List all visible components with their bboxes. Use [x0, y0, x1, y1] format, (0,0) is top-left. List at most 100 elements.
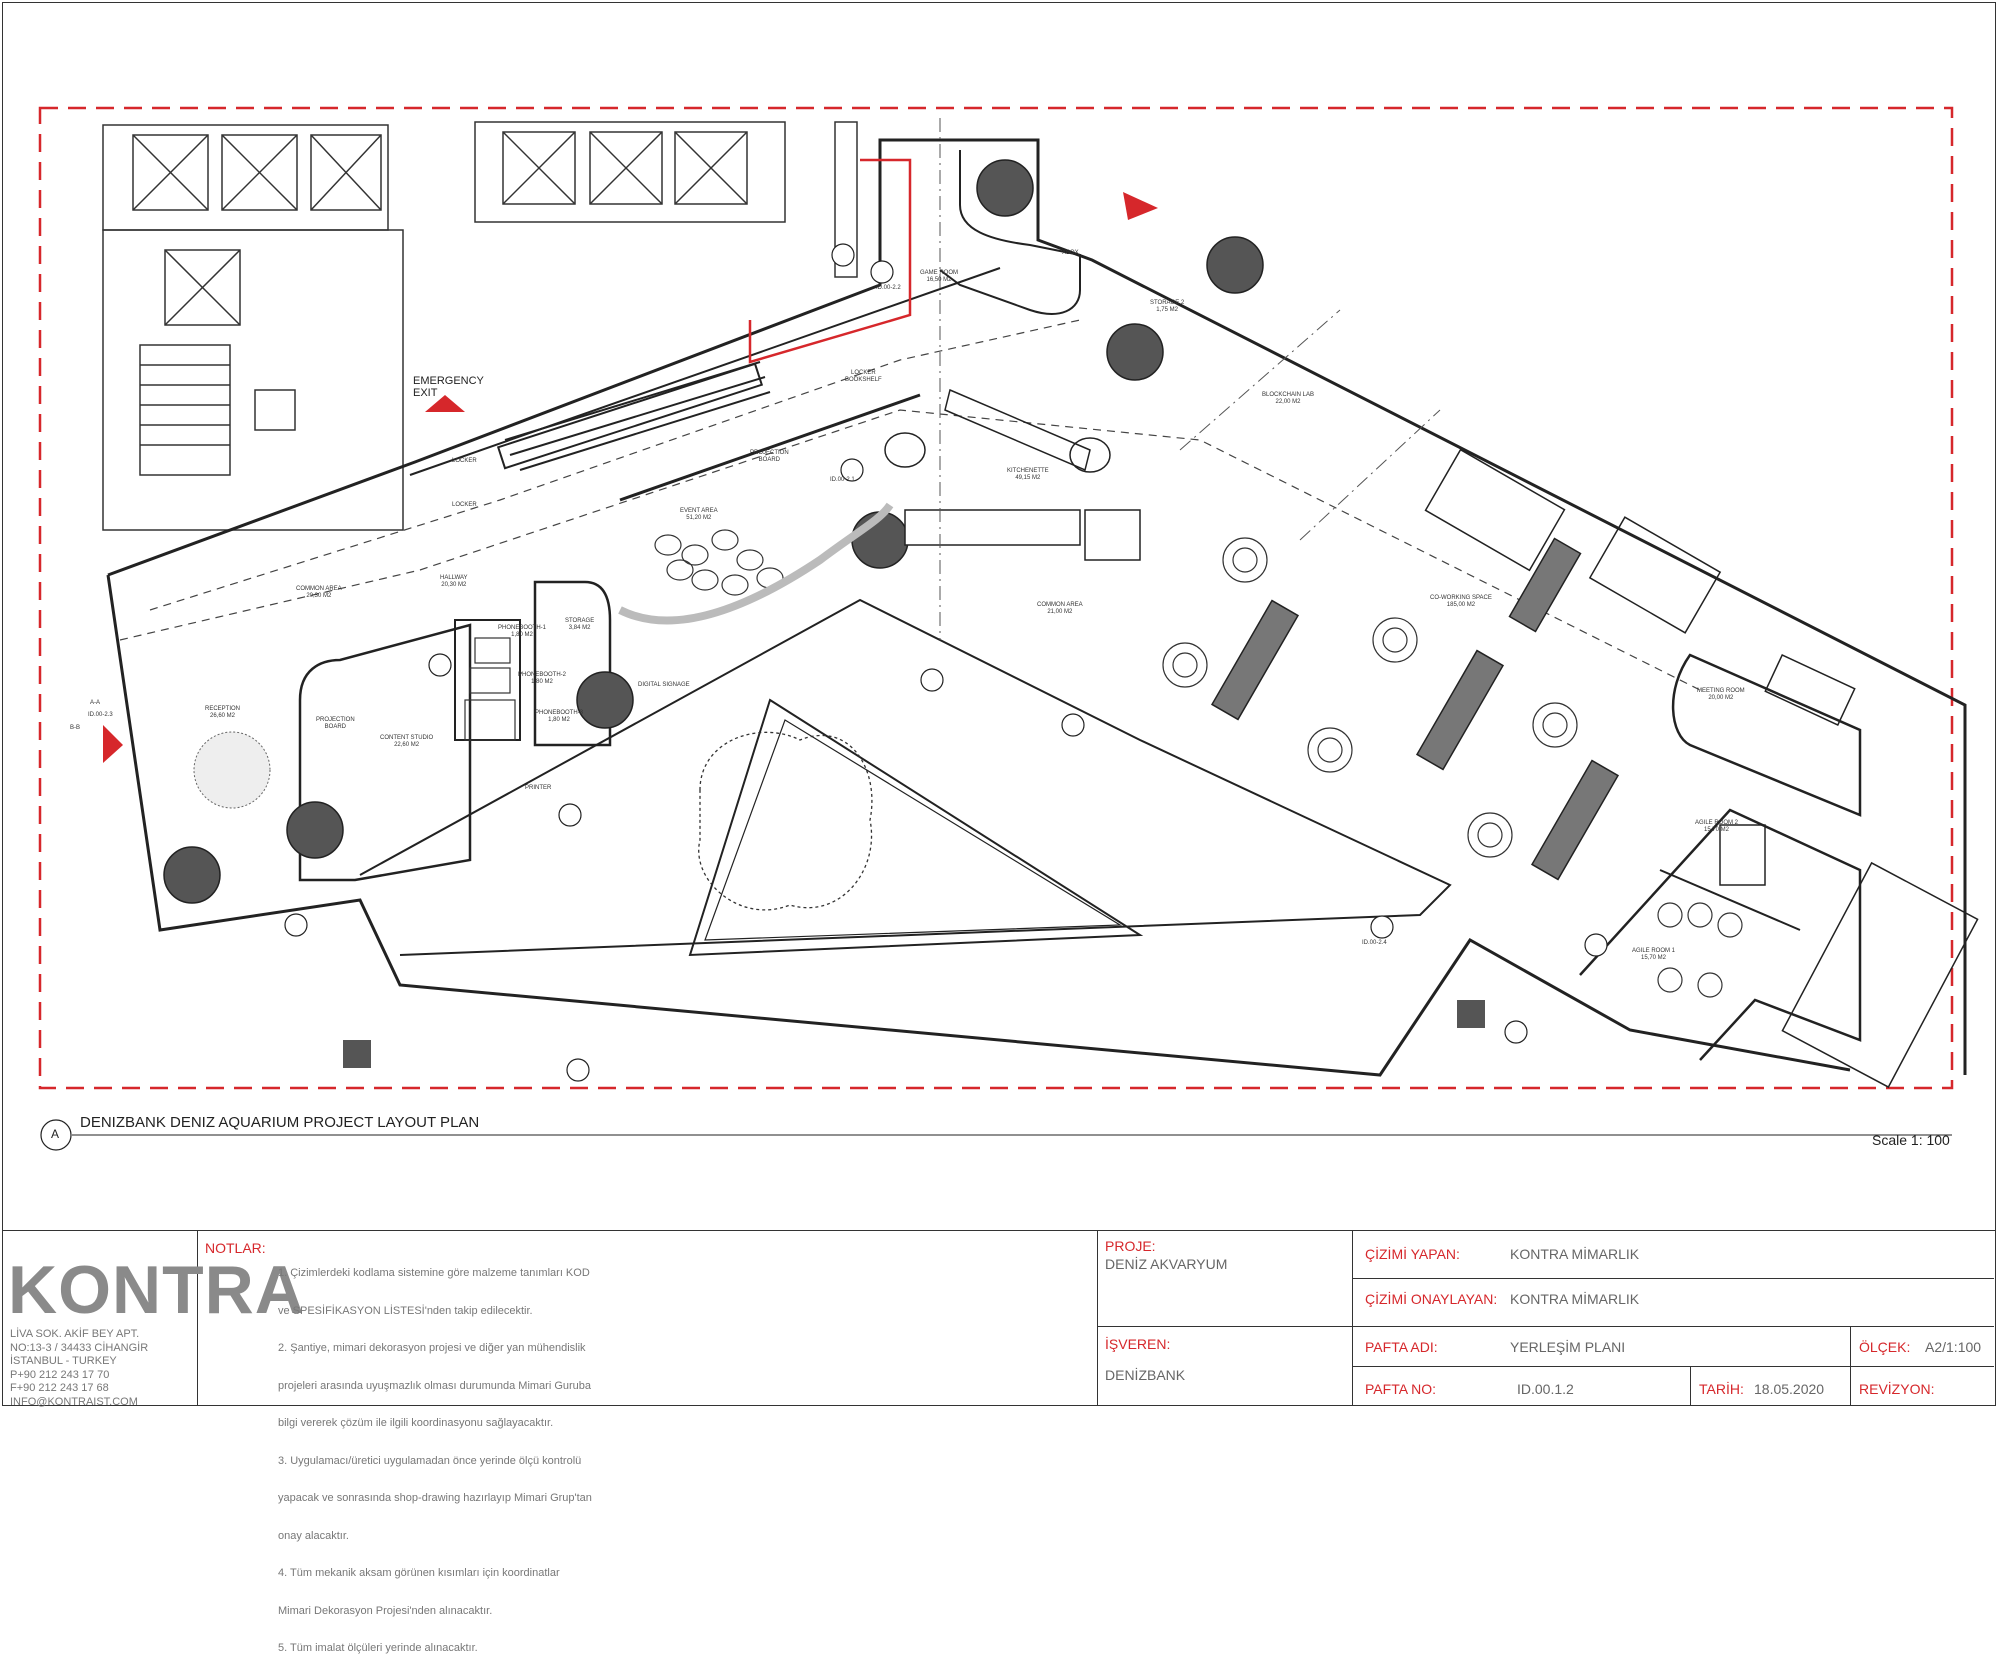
stair-structure	[1781, 861, 1979, 1089]
plan-marker-letter: A	[51, 1127, 60, 1141]
agile-rooms-wall	[1579, 808, 1862, 1061]
core-center	[474, 121, 858, 278]
section-callouts	[284, 243, 1608, 1082]
notes-label: NOTLAR:	[205, 1240, 266, 1256]
kitchenette	[884, 388, 1141, 561]
grid-axes	[939, 118, 1441, 640]
core-left	[102, 124, 404, 531]
office-address: LİVA SOK. AKİF BEY APT. NO:13-3 / 34433 …	[10, 1328, 149, 1408]
section-tag-1: ID.00-2.1	[830, 477, 855, 483]
drawing-boundary	[38, 106, 1954, 1090]
section-tag-4: ID.00-2.4	[1362, 940, 1387, 946]
date-value: 18.05.2020	[1754, 1381, 1825, 1397]
agile-room-divider	[1659, 869, 1801, 931]
glass-wall	[409, 267, 1001, 476]
emergency-exit-label: EMERGENCY EXIT	[413, 375, 484, 399]
project-label: PROJE:	[1105, 1238, 1156, 1254]
scale-label-tb: ÖLÇEK:	[1859, 1339, 1911, 1355]
building-outline-upper	[107, 138, 1967, 1075]
columns	[163, 159, 1264, 904]
column	[163, 846, 221, 904]
tb-divider	[1097, 1326, 1352, 1327]
courtyard-wall	[359, 598, 1452, 956]
planter-box	[1457, 1000, 1485, 1028]
sheet-no-value: ID.00.1.2	[1517, 1381, 1574, 1397]
game-room-wall	[939, 150, 1081, 315]
building-outline-lower	[106, 574, 1851, 1077]
tree-canopy	[698, 731, 873, 911]
room-label-locker-1: LOCKER	[452, 458, 477, 464]
agile-seats	[1657, 902, 1743, 998]
date-label: TARİH:	[1699, 1381, 1744, 1397]
room-label-locker-2: LOCKER	[452, 502, 477, 508]
section-arrow-north	[1123, 192, 1158, 220]
projection-board-line	[619, 393, 921, 502]
tb-divider	[197, 1231, 198, 1405]
tb-divider	[1850, 1326, 1851, 1405]
content-studio-wall	[298, 623, 472, 882]
approved-by-label: ÇİZİMİ ONAYLAYAN:	[1365, 1291, 1498, 1307]
column	[286, 801, 344, 859]
column	[1106, 323, 1164, 381]
courtyard-pool-inner	[704, 719, 1123, 941]
notes-list: 1. Çizimlerdeki kodlama sistemine göre m…	[278, 1267, 592, 1654]
emergency-exit-arrow	[425, 395, 465, 412]
revision-label: REVİZYON:	[1859, 1381, 1935, 1397]
section-tag-2: ID.00-2.2	[876, 285, 901, 291]
room-label-printer: PRINTER	[525, 785, 552, 791]
floor-plan	[38, 106, 1979, 1151]
phonebooth-1-box	[474, 637, 511, 664]
column	[1206, 236, 1264, 294]
plan-marker-circle	[40, 1119, 72, 1151]
room-label-digital-signage: DIGITAL SIGNAGE	[638, 682, 690, 688]
tb-divider	[1352, 1326, 1994, 1327]
approved-by-value: KONTRA MİMARLIK	[1510, 1291, 1640, 1307]
locker-strip	[496, 361, 771, 471]
phonebooth-3-box	[464, 699, 516, 741]
section-tag-3: ID.00-2.3	[88, 712, 113, 718]
section-arrow-west	[103, 725, 123, 763]
workstations	[1210, 448, 1856, 886]
meeting-room-wall	[1671, 653, 1862, 817]
corridor-line-1	[119, 409, 1701, 691]
sheet-name-label: PAFTA ADI:	[1365, 1339, 1438, 1355]
employer-value: DENİZBANK	[1105, 1367, 1186, 1383]
table-clusters	[1162, 537, 1578, 858]
storage-room	[533, 580, 612, 747]
scale-label: Scale 1: 100	[1872, 1132, 1950, 1148]
drawn-by-label: ÇİZİMİ YAPAN:	[1365, 1246, 1460, 1262]
room-label-xbox: XBOX	[1062, 250, 1079, 256]
scale-value-tb: A2/1:100	[1925, 1339, 1982, 1355]
sheet-name-value: YERLEŞİM PLANI	[1510, 1339, 1626, 1355]
phonebooth-2-box	[469, 667, 511, 694]
event-seating	[618, 502, 894, 625]
tb-divider	[1352, 1366, 1994, 1367]
project-value: DENİZ AKVARYUM	[1105, 1256, 1228, 1272]
kontra-logo: KONTRA	[8, 1252, 305, 1328]
corridor-line-2	[149, 319, 1081, 611]
planter-box	[343, 1040, 371, 1068]
courtyard-pool	[688, 698, 1144, 957]
employer-label: İŞVEREN:	[1105, 1336, 1171, 1352]
reception-rug	[193, 731, 271, 809]
tb-divider	[1352, 1278, 1994, 1279]
section-tag-b-b: B-B	[70, 725, 81, 731]
